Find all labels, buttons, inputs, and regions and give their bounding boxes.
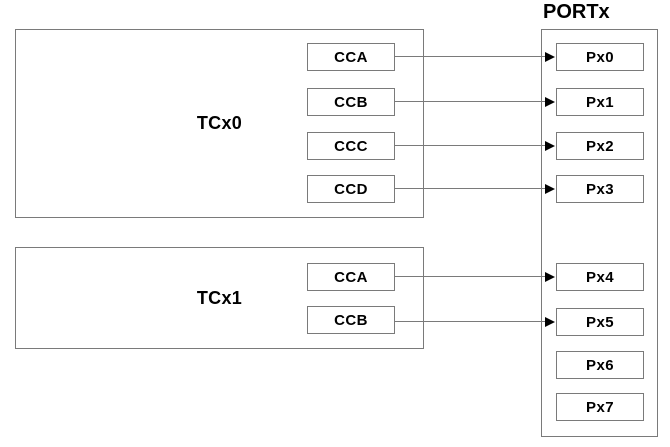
tcx1-channel-ccb-label: CCB xyxy=(334,311,368,329)
tcx0-channel-ccd: CCD xyxy=(307,175,395,203)
arrow-shaft xyxy=(395,321,546,322)
arrow-shaft xyxy=(395,276,546,277)
tcx0-channel-cca-label: CCA xyxy=(334,48,368,66)
tcx0-channel-cca: CCA xyxy=(307,43,395,71)
block-tcx0-label: TCx0 xyxy=(196,113,243,133)
tcx1-channel-ccb: CCB xyxy=(307,306,395,334)
arrow-shaft xyxy=(395,188,546,189)
arrow-head-icon xyxy=(545,97,555,107)
tcx0-channel-ccd-label: CCD xyxy=(334,180,368,198)
arrow-shaft xyxy=(395,145,546,146)
tcx0-channel-ccc: CCC xyxy=(307,132,395,160)
port-pin-px7-label: Px7 xyxy=(586,398,614,416)
port-pin-px5: Px5 xyxy=(556,308,644,336)
tcx0-channel-ccb: CCB xyxy=(307,88,395,116)
port-pin-px3: Px3 xyxy=(556,175,644,203)
block-tcx1-label: TCx1 xyxy=(196,287,243,308)
arrow-shaft xyxy=(395,56,546,57)
port-pin-px4-label: Px4 xyxy=(586,268,614,286)
tcx0-channel-ccc-label: CCC xyxy=(334,137,368,155)
arrow-shaft xyxy=(395,101,546,102)
portx-heading: PORTx xyxy=(543,1,610,23)
port-pin-px1: Px1 xyxy=(556,88,644,116)
connection-arrow-tcx0-ccb-px1 xyxy=(395,97,555,107)
port-pin-px3-label: Px3 xyxy=(586,180,614,198)
port-pin-px2-label: Px2 xyxy=(586,137,614,155)
port-pin-px6: Px6 xyxy=(556,351,644,379)
connection-arrow-tcx0-ccd-px3 xyxy=(395,184,555,194)
arrow-head-icon xyxy=(545,52,555,62)
arrow-head-icon xyxy=(545,141,555,151)
port-pin-px2: Px2 xyxy=(556,132,644,160)
port-pin-px4: Px4 xyxy=(556,263,644,291)
port-pin-px5-label: Px5 xyxy=(586,313,614,331)
port-pin-px0: Px0 xyxy=(556,43,644,71)
connection-arrow-tcx1-ccb-px5 xyxy=(395,317,555,327)
tcx1-channel-cca-label: CCA xyxy=(334,268,368,286)
connection-arrow-tcx1-cca-px4 xyxy=(395,272,555,282)
port-pin-px7: Px7 xyxy=(556,393,644,421)
port-pin-px6-label: Px6 xyxy=(586,356,614,374)
connection-arrow-tcx0-ccc-px2 xyxy=(395,141,555,151)
connection-arrow-tcx0-cca-px0 xyxy=(395,52,555,62)
arrow-head-icon xyxy=(545,272,555,282)
arrow-head-icon xyxy=(545,184,555,194)
tcx1-channel-cca: CCA xyxy=(307,263,395,291)
tcx0-channel-ccb-label: CCB xyxy=(334,93,368,111)
port-pin-px0-label: Px0 xyxy=(586,48,614,66)
arrow-head-icon xyxy=(545,317,555,327)
port-pin-px1-label: Px1 xyxy=(586,93,614,111)
